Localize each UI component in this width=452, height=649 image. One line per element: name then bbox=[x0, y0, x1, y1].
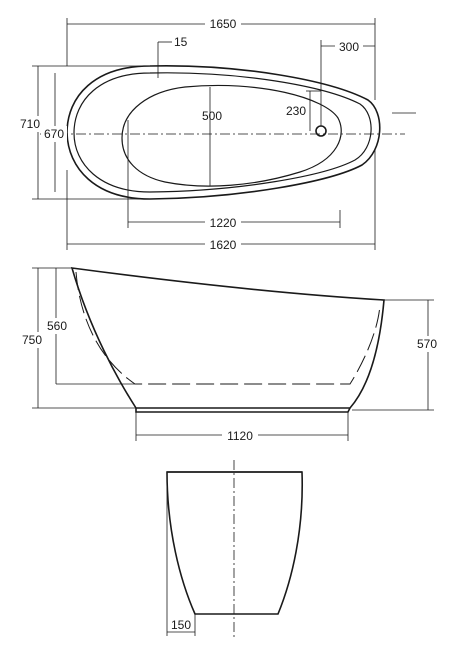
dim-label-500: 500 bbox=[202, 109, 222, 123]
side-view: 750 560 570 1120 bbox=[20, 267, 444, 443]
label-bg-710 bbox=[18, 116, 42, 132]
label-bg-750 bbox=[20, 332, 44, 348]
top-basin-outline bbox=[121, 84, 342, 187]
end-tub-outline bbox=[166, 471, 304, 615]
dim-label-710: 710 bbox=[20, 117, 40, 131]
label-bg-1220 bbox=[205, 214, 241, 230]
label-bg-670 bbox=[41, 126, 67, 142]
side-tub-inner bbox=[75, 271, 381, 385]
dim-label-1650: 1650 bbox=[210, 17, 237, 31]
dim-label-560: 560 bbox=[47, 319, 67, 333]
label-bg-300 bbox=[335, 38, 363, 54]
top-view: 1650 15 300 710 670 500 230 1220 bbox=[18, 15, 416, 252]
side-tub-outline bbox=[70, 267, 385, 409]
label-bg-1120 bbox=[222, 427, 258, 443]
dim-label-150: 150 bbox=[171, 618, 191, 632]
label-bg-1650 bbox=[205, 15, 241, 31]
dim-label-300: 300 bbox=[339, 40, 359, 54]
dim-label-1220: 1220 bbox=[210, 216, 237, 230]
top-inner-rim bbox=[73, 72, 372, 193]
label-bg-1620 bbox=[205, 236, 241, 252]
label-bg-560 bbox=[44, 318, 70, 334]
drain-hole bbox=[315, 125, 327, 137]
dim-label-1120: 1120 bbox=[227, 429, 253, 443]
side-base bbox=[135, 407, 351, 413]
dim-label-1620: 1620 bbox=[210, 238, 237, 252]
dim-label-570: 570 bbox=[417, 337, 437, 351]
dim-label-230: 230 bbox=[286, 104, 306, 118]
dim-label-670: 670 bbox=[44, 127, 64, 141]
end-view: 150 bbox=[166, 460, 304, 640]
label-bg-570 bbox=[412, 336, 444, 352]
dim-label-15: 15 bbox=[174, 35, 188, 49]
top-outer-rim bbox=[66, 65, 381, 200]
dim-label-750: 750 bbox=[22, 333, 42, 347]
